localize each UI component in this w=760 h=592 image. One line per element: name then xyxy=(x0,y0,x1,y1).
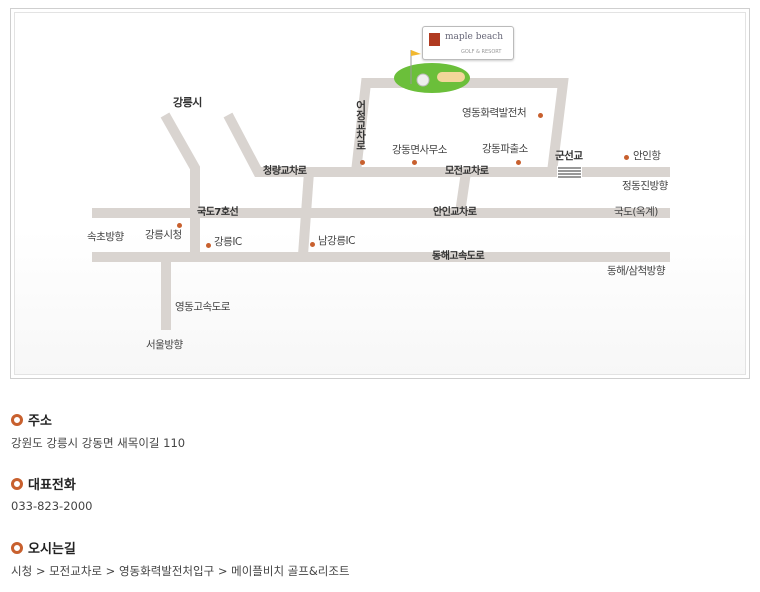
label-cheongnyang: 청량교차로 xyxy=(263,166,307,177)
maple-beach-logo: maple beach GOLF & RESORT xyxy=(422,26,514,60)
map-frame xyxy=(10,8,750,379)
label-mojeon: 모전교차로 xyxy=(445,166,489,177)
label-yeongdong-expwy: 영동고속도로 xyxy=(175,301,230,313)
directions-title: 오시는길 xyxy=(28,542,76,557)
label-jeongdongjin: 정동진방향 xyxy=(622,180,668,192)
road-mojeon xyxy=(223,112,670,177)
label-donghae-samcheok: 동해/삼척방향 xyxy=(607,265,666,277)
label-eojeong: 어정교차로 xyxy=(354,100,367,150)
address-section: 주소 강원도 강릉시 강동면 새목이길 110 xyxy=(11,410,185,451)
label-sokcho: 속초방향 xyxy=(87,231,124,243)
road-anin xyxy=(455,171,471,214)
bullet-ring-icon xyxy=(11,413,23,426)
label-anin-jct: 안인교차로 xyxy=(433,207,477,218)
road-loop xyxy=(351,78,569,173)
road-map xyxy=(92,50,670,330)
bridge-icon xyxy=(557,166,582,179)
address-title: 주소 xyxy=(28,414,52,429)
label-gangdong-office: 강동면사무소 xyxy=(392,144,447,156)
logo-subtitle: GOLF & RESORT xyxy=(461,49,502,55)
label-national-okgye: 국도(옥계) xyxy=(614,206,658,218)
label-yeongdong-power: 영동화력발전처 xyxy=(462,107,527,119)
label-gunseon-bridge: 군선교 xyxy=(555,150,583,162)
label-gangneung-ic: 강릉IC xyxy=(214,236,242,248)
directions-value: 시청 > 모전교차로 > 영동화력발전처입구 > 메이플비치 골프&리조트 xyxy=(11,564,350,578)
phone-section: 대표전화 033-823-2000 xyxy=(11,474,92,513)
label-namgangneung-ic: 남강릉IC xyxy=(318,235,355,247)
road-left-diag xyxy=(160,112,200,257)
label-anin-port: 안인항 xyxy=(633,150,661,162)
bullet-ring-icon xyxy=(11,477,23,490)
logo-name: maple beach xyxy=(445,32,504,42)
bullet-ring-icon xyxy=(11,541,23,554)
address-value: 강원도 강릉시 강동면 새목이길 110 xyxy=(11,436,186,450)
phone-value: 033-823-2000 xyxy=(11,499,93,513)
label-gangneung-si: 강릉시 xyxy=(173,96,202,109)
label-seoul: 서울방향 xyxy=(146,339,183,351)
label-route7: 국도7호선 xyxy=(197,207,239,218)
road-namgangneung xyxy=(298,171,314,256)
label-donghae-expwy: 동해고속도로 xyxy=(432,251,485,262)
golf-course-icon xyxy=(394,50,470,93)
directions-section: 오시는길 시청 > 모전교차로 > 영동화력발전처입구 > 메이플비치 골프&리… xyxy=(11,538,350,579)
phone-title: 대표전화 xyxy=(28,478,76,493)
label-city-hall: 강릉시청 xyxy=(145,229,182,241)
label-gangdong-police: 강동파출소 xyxy=(482,143,528,155)
